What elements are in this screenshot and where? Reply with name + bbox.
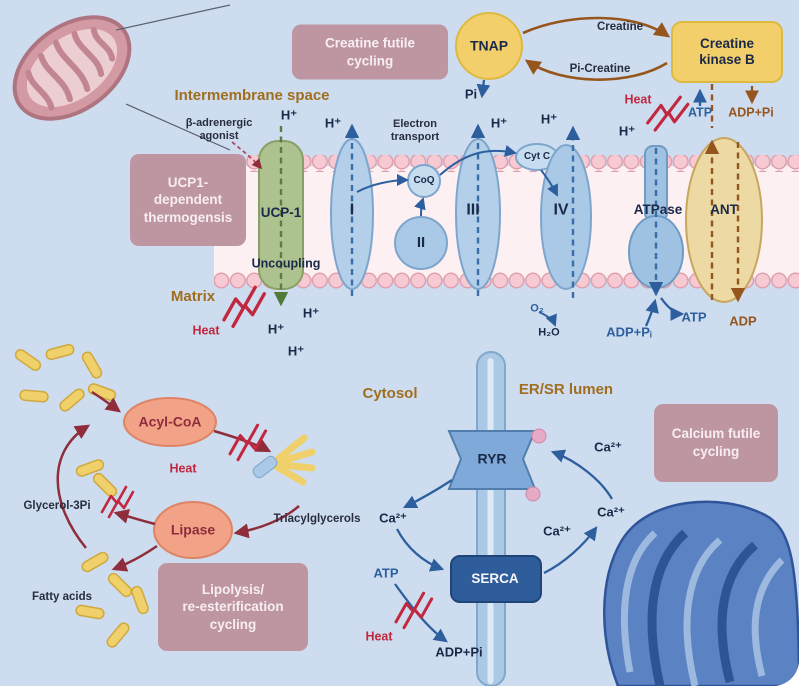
creatine-kinase-b-shape — [671, 21, 783, 83]
heat-icon — [645, 91, 691, 136]
triacylglycerol-icon — [252, 434, 316, 486]
atp-arrows — [476, 79, 707, 327]
creatine-cycle-arrows — [522, 16, 671, 81]
coq-shape — [407, 164, 441, 198]
ryr-pink-dot-top — [531, 428, 547, 444]
complex-i-shape — [330, 138, 374, 290]
heat-icon — [222, 285, 266, 328]
er-organelle-illustration — [603, 500, 799, 686]
ryr-channel — [447, 430, 537, 490]
mitochondrion-illustration — [12, 15, 132, 121]
complex-iv-shape — [540, 144, 592, 290]
tnap-shape — [455, 12, 523, 80]
proton-flux-arrows — [273, 84, 746, 307]
ryr-pink-dot-bottom — [525, 486, 541, 502]
lipase-shape — [153, 501, 233, 559]
electron-transport-arrows — [356, 145, 558, 327]
fatty-acid-droplets — [14, 343, 149, 648]
magnification-lines — [115, 4, 231, 151]
complex-ii-shape — [394, 216, 448, 270]
serca-pump — [450, 555, 542, 603]
er-membrane-tube — [476, 351, 506, 686]
atpase-shape — [628, 145, 684, 289]
complex-iii-shape — [455, 138, 501, 290]
lipolysis-cycle-arrows — [56, 390, 300, 572]
ant-shape — [685, 137, 763, 303]
beta-adrenergic-arrow — [231, 141, 263, 170]
acyl-coa-shape — [123, 397, 217, 447]
heat-icon — [228, 423, 268, 462]
